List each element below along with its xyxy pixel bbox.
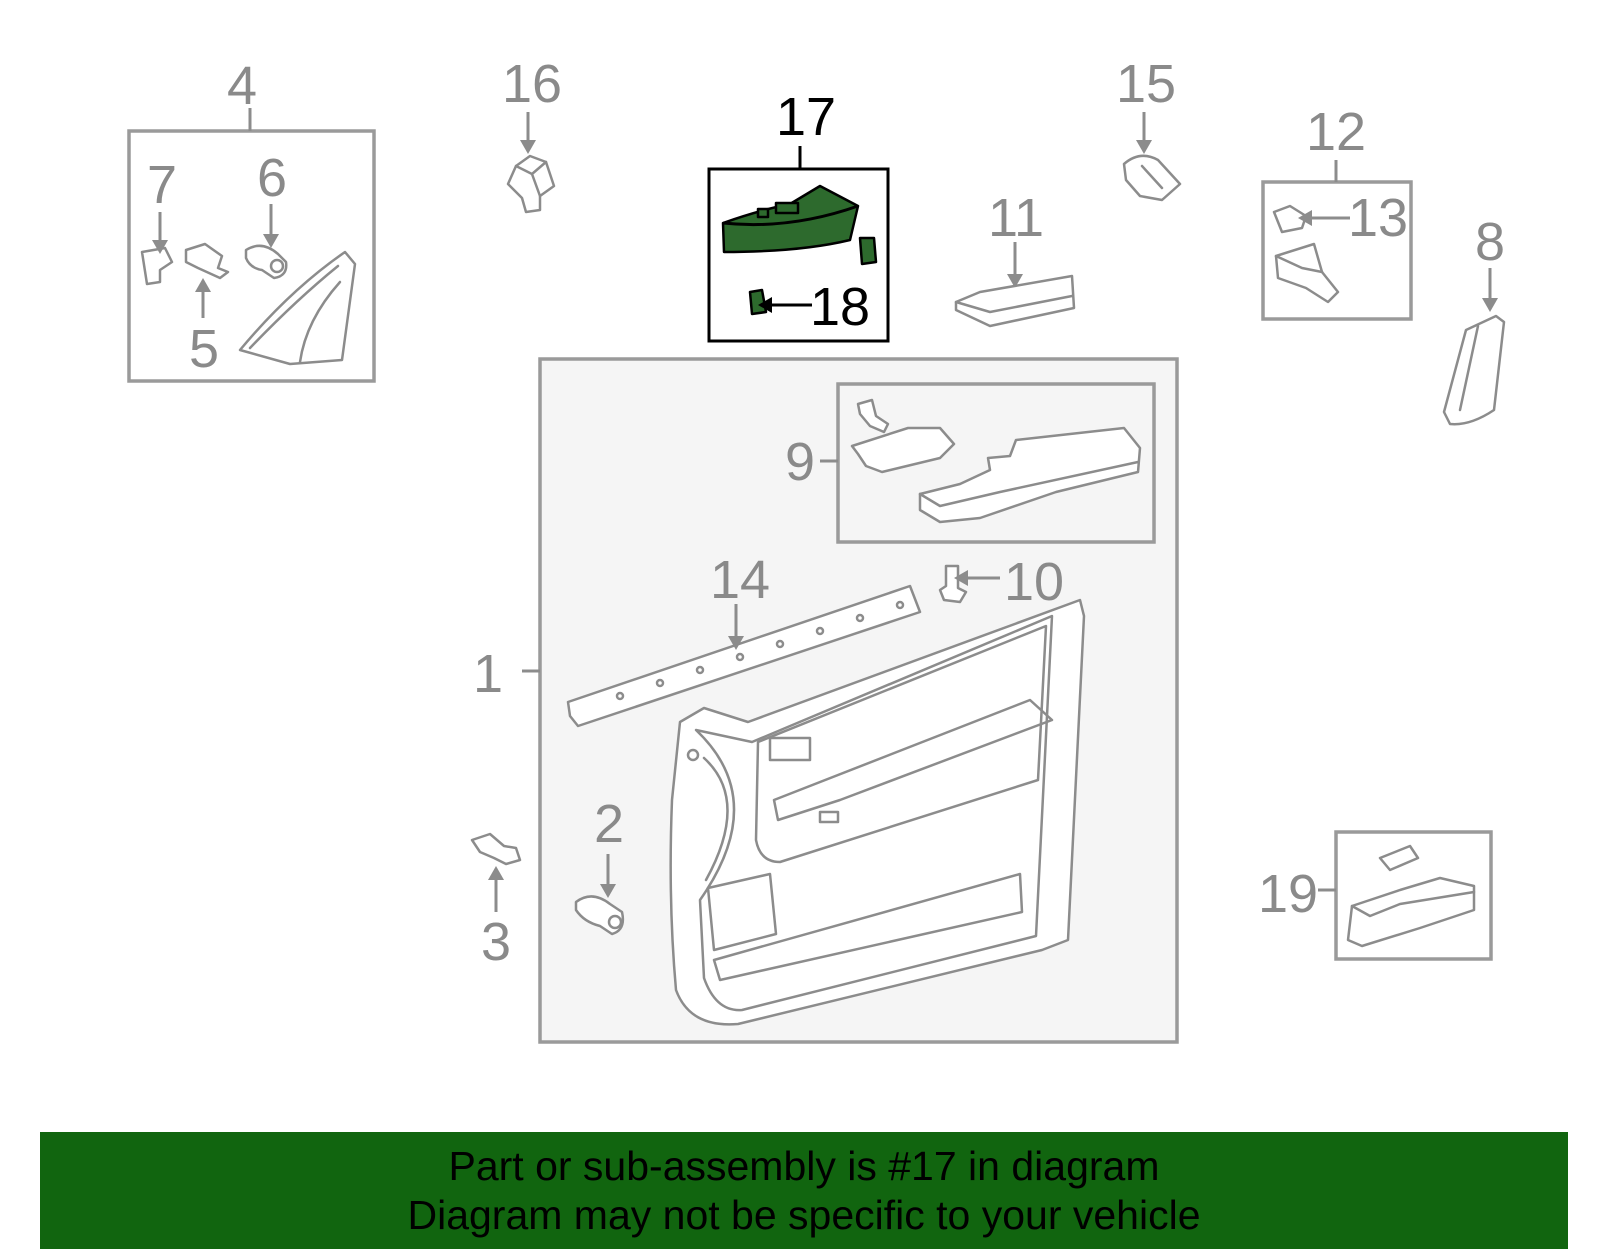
part-group-19 <box>1318 830 1493 961</box>
part-6-shape <box>244 244 288 280</box>
callout-7: 7 <box>147 155 177 215</box>
callout-17: 17 <box>776 87 836 147</box>
part-3 <box>470 832 522 912</box>
callout-15: 15 <box>1116 54 1176 114</box>
part-5-shape <box>184 242 230 280</box>
callout-8: 8 <box>1475 212 1505 272</box>
callout-18: 18 <box>810 277 870 337</box>
part-2 <box>574 854 625 936</box>
callout-9: 9 <box>785 432 815 492</box>
part-18-clip-upper <box>858 236 878 266</box>
part-18-clip-lower <box>748 288 768 316</box>
part-7-shape <box>140 246 174 286</box>
part-15 <box>1122 112 1182 202</box>
disclaimer-banner: Part or sub-assembly is #17 in diagram D… <box>40 1132 1568 1249</box>
callout-19: 19 <box>1258 864 1318 924</box>
callout-14: 14 <box>710 550 770 610</box>
part-group-12 <box>1261 160 1413 321</box>
callout-4: 4 <box>227 56 257 116</box>
callout-16: 16 <box>502 54 562 114</box>
part-17-highlight-box[interactable] <box>707 146 890 343</box>
callout-2: 2 <box>594 794 624 854</box>
part-17-shape <box>721 184 860 254</box>
door-panel-assembly <box>522 357 1179 1044</box>
banner-line-1: Part or sub-assembly is #17 in diagram <box>448 1143 1160 1189</box>
callout-10: 10 <box>1004 552 1064 612</box>
callout-13: 13 <box>1348 188 1408 248</box>
part-11 <box>954 242 1076 328</box>
part-13-shape <box>1272 204 1308 234</box>
callout-12: 12 <box>1306 102 1366 162</box>
part-16 <box>506 112 556 214</box>
part-14-holes <box>615 600 905 701</box>
callout-3: 3 <box>481 912 511 972</box>
banner-line-2: Diagram may not be specific to your vehi… <box>407 1192 1201 1238</box>
part-group-4 <box>127 108 376 383</box>
callout-6: 6 <box>257 148 287 208</box>
callout-11: 11 <box>988 188 1044 248</box>
part-8 <box>1442 268 1506 426</box>
callout-5: 5 <box>189 319 219 379</box>
callout-1: 1 <box>473 644 503 704</box>
mirror-cover-shape <box>238 250 357 366</box>
